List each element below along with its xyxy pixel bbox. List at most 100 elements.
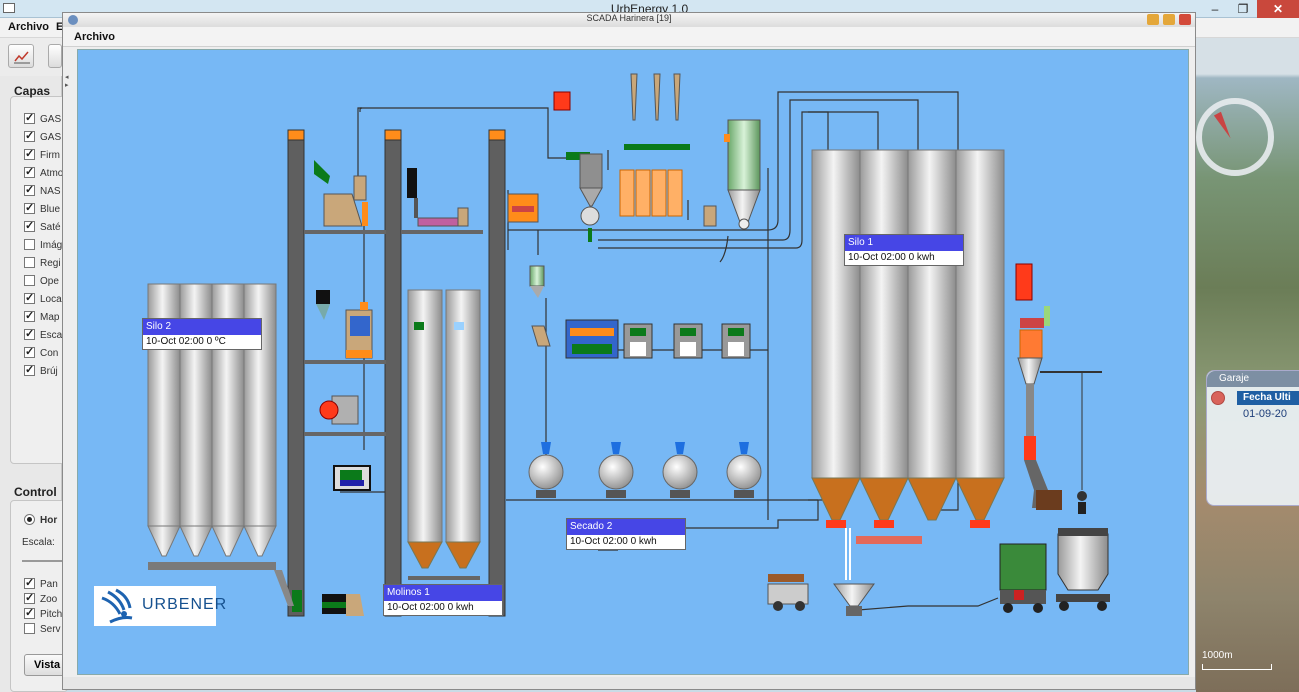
layer-checkbox[interactable] <box>24 165 35 178</box>
control-option-row[interactable]: Pitch <box>24 606 62 622</box>
layer-row[interactable]: Ope <box>24 275 59 289</box>
compass-widget[interactable] <box>1196 98 1274 176</box>
radio-button[interactable] <box>24 514 35 525</box>
left-panel: Capas GASGASFirmAtmoNASBlueSatéImágRegiO… <box>0 76 84 692</box>
control-heading: Control <box>14 485 57 499</box>
layer-row[interactable]: Map <box>24 309 59 325</box>
scada-close-button[interactable] <box>1179 14 1191 25</box>
layer-label: Ope <box>40 276 59 287</box>
close-button[interactable]: ✕ <box>1257 0 1299 18</box>
tool-button-2[interactable] <box>48 44 62 68</box>
dryer-tower[interactable] <box>999 263 1110 613</box>
garaje-popup[interactable]: Garaje Fecha Ulti 01-09-20 <box>1206 370 1299 506</box>
secado-2-tag-title: Secado 2 <box>567 519 685 535</box>
layer-label: Atmo <box>40 168 64 179</box>
layer-row[interactable]: Blue <box>24 201 61 217</box>
scale-slider-track[interactable] <box>22 560 62 562</box>
popup-title: Garaje <box>1207 371 1299 387</box>
minimize-button[interactable]: – <box>1211 2 1219 16</box>
mode-radio-hor[interactable]: Hor <box>24 514 57 528</box>
layer-row[interactable]: GAS <box>24 111 62 127</box>
scada-window: SCADA Harinera [19] Archivo ◂▸ <box>62 12 1196 690</box>
secado-group[interactable] <box>529 73 761 347</box>
layer-row[interactable]: NAS <box>24 183 61 199</box>
silo-1-group[interactable] <box>767 149 1005 616</box>
layer-row[interactable]: Brúj <box>24 363 58 379</box>
scada-statusbar <box>63 677 1195 689</box>
map-scale-bar <box>1202 664 1272 670</box>
layer-label: Saté <box>40 222 61 233</box>
molinos-1-tag-title: Molinos 1 <box>384 585 502 601</box>
layer-checkbox[interactable] <box>24 275 35 286</box>
option-checkbox[interactable] <box>24 606 35 619</box>
silo-2-tag-title: Silo 2 <box>143 319 261 335</box>
layer-label: NAS <box>40 186 61 197</box>
chart-tool-button[interactable] <box>8 44 34 68</box>
layer-checkbox[interactable] <box>24 201 35 214</box>
piping <box>340 91 999 611</box>
scada-minimize-button[interactable] <box>1147 14 1159 25</box>
layer-checkbox[interactable] <box>24 111 35 124</box>
scada-titlebar: SCADA Harinera [19] <box>63 13 1195 27</box>
control-option-row[interactable]: Serv <box>24 623 61 637</box>
layer-label: GAS <box>40 114 62 125</box>
layer-row[interactable]: Saté <box>24 219 61 235</box>
secado-2-tag-value: 10-Oct 02:00 0 kwh <box>570 536 657 547</box>
machine-row[interactable] <box>565 319 751 359</box>
scale-label: Escala: <box>22 537 55 548</box>
secado-2-tag[interactable]: Secado 2 10-Oct 02:00 0 kwh <box>566 518 686 550</box>
option-label: Serv <box>40 624 61 635</box>
option-checkbox[interactable] <box>24 576 35 589</box>
molinos-silos[interactable] <box>407 289 481 580</box>
layer-label: Imág <box>40 240 63 251</box>
layer-label: Firm <box>40 150 60 161</box>
control-option-row[interactable]: Pan <box>24 576 58 592</box>
chart-icon <box>14 51 30 64</box>
layer-checkbox[interactable] <box>24 363 35 376</box>
layer-checkbox[interactable] <box>24 147 35 160</box>
layer-label: Blue <box>40 204 61 215</box>
scada-maximize-button[interactable] <box>1163 14 1175 25</box>
layer-checkbox[interactable] <box>24 129 35 142</box>
popup-label: Fecha Ulti <box>1237 391 1299 405</box>
layer-checkbox[interactable] <box>24 239 35 250</box>
map-scale-text: 1000m <box>1202 650 1233 661</box>
option-checkbox[interactable] <box>24 591 35 604</box>
menu-e[interactable]: E <box>56 21 64 33</box>
map-view[interactable]: Garaje Fecha Ulti 01-09-20 1000m <box>1196 38 1299 692</box>
layer-checkbox[interactable] <box>24 291 35 304</box>
layer-row[interactable]: GAS <box>24 129 62 145</box>
silo-1-tag-value: 10-Oct 02:00 0 kwh <box>848 252 935 263</box>
option-checkbox[interactable] <box>24 623 35 634</box>
status-dot-icon <box>1211 391 1225 405</box>
sphere-tanks[interactable] <box>528 442 762 498</box>
layer-row[interactable]: Atmo <box>24 165 64 181</box>
layer-row[interactable]: Regi <box>24 257 61 271</box>
layer-checkbox[interactable] <box>24 345 35 358</box>
layer-row[interactable]: Con <box>24 345 58 361</box>
layer-checkbox[interactable] <box>24 257 35 268</box>
silo-1-tag[interactable]: Silo 1 10-Oct 02:00 0 kwh <box>844 234 964 266</box>
scada-menu-archivo[interactable]: Archivo <box>74 31 115 43</box>
layer-checkbox[interactable] <box>24 327 35 340</box>
mill-equipment[interactable] <box>314 160 539 616</box>
layer-label: Brúj <box>40 366 58 377</box>
layer-row[interactable]: Imág <box>24 239 62 253</box>
scada-canvas: Silo 1 10-Oct 02:00 0 kwh Silo 2 10-Oct … <box>77 49 1189 675</box>
silo-2-tag[interactable]: Silo 2 10-Oct 02:00 0 ºC <box>142 318 262 350</box>
layer-checkbox[interactable] <box>24 219 35 232</box>
menu-archivo[interactable]: Archivo <box>8 21 49 33</box>
layer-row[interactable]: Esca <box>24 327 62 343</box>
collapse-arrow-icon[interactable]: ◂▸ <box>65 74 69 89</box>
layer-label: Regi <box>40 258 61 269</box>
layer-row[interactable]: Firm <box>24 147 60 163</box>
control-option-row[interactable]: Zoo <box>24 591 57 607</box>
silo-2-tag-value: 10-Oct 02:00 0 ºC <box>146 336 226 347</box>
layer-label: Loca <box>40 294 62 305</box>
maximize-button[interactable]: ❐ <box>1237 2 1249 16</box>
molinos-1-tag[interactable]: Molinos 1 10-Oct 02:00 0 kwh <box>383 584 503 616</box>
layer-checkbox[interactable] <box>24 309 35 322</box>
layer-checkbox[interactable] <box>24 183 35 196</box>
layer-label: GAS <box>40 132 62 143</box>
layer-row[interactable]: Loca <box>24 291 62 307</box>
